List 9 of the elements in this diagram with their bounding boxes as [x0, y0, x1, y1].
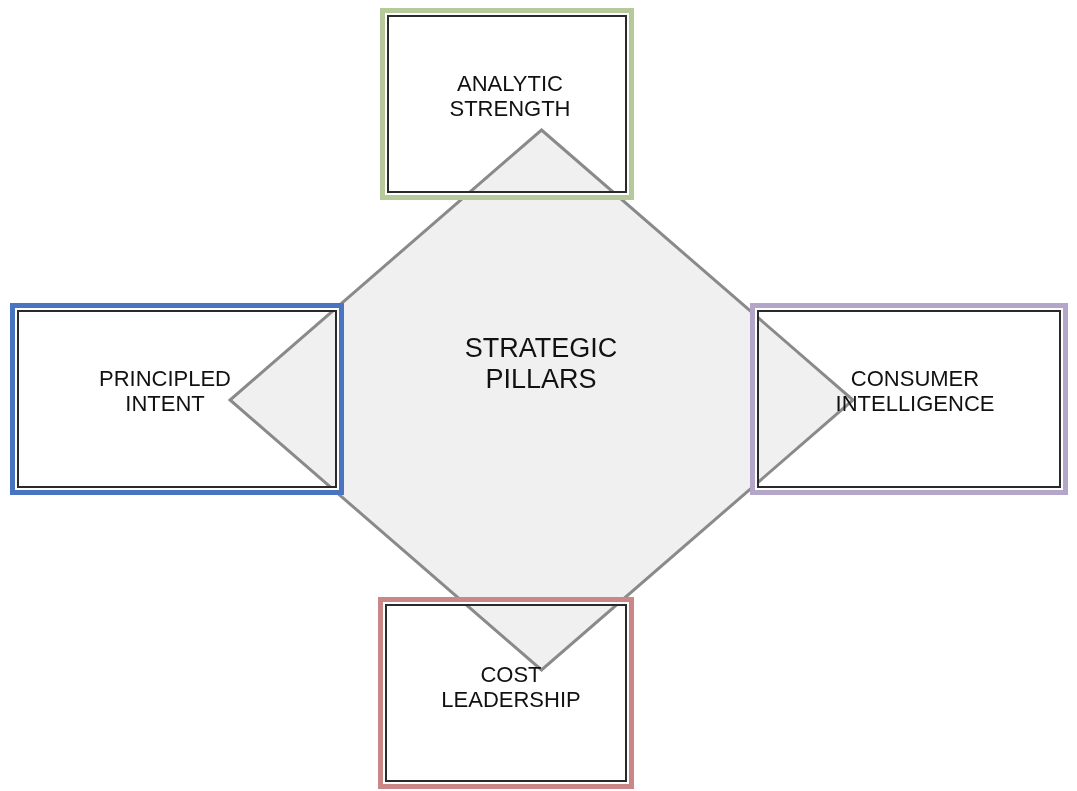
pillar-box [378, 597, 634, 789]
pillar-box [10, 303, 344, 495]
pillar-label: PRINCIPLED INTENT [97, 366, 232, 417]
pillar-label: ANALYTIC STRENGTH [448, 71, 572, 122]
pillar-box [750, 303, 1068, 495]
pillar-label: COST LEADERSHIP [440, 662, 582, 713]
pillar-label: CONSUMER INTELLIGENCE [834, 366, 996, 417]
pillar-box [380, 8, 634, 200]
center-title: STRATEGIC PILLARS [463, 333, 619, 396]
